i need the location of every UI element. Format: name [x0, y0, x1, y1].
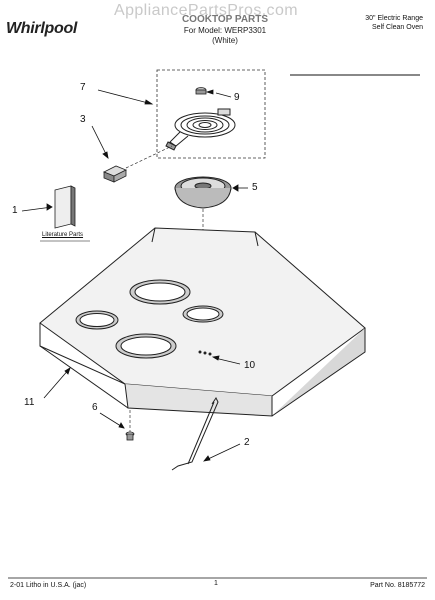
page-title: COOKTOP PARTS [181, 14, 269, 25]
callout-11: 11 [24, 397, 35, 408]
range-line-2: Self Clean Oven [372, 24, 423, 31]
part-3-receptacle [103, 165, 127, 183]
part-2-support-rod [171, 397, 219, 471]
range-line-1: 30" Electric Range [365, 15, 423, 22]
leader-lines [21, 89, 248, 462]
model-line: For Model: WERP3301 [183, 26, 267, 35]
callout-10: 10 [244, 360, 256, 371]
callout-9: 9 [234, 92, 240, 103]
cooktop-panel [39, 227, 366, 417]
callout-6: 6 [92, 402, 98, 413]
part-5-drip-bowl [174, 176, 232, 209]
surface-element [165, 108, 236, 151]
watermark: AppliancePartsPros.com [114, 2, 298, 19]
element-group-box [156, 69, 266, 159]
part-9-clip [195, 87, 207, 95]
literature-booklet [54, 185, 76, 229]
callout-2: 2 [244, 437, 250, 448]
literature-parts-label: Literature Parts [42, 232, 84, 238]
callout-1: 1 [12, 205, 18, 216]
callout-5: 5 [252, 182, 258, 193]
receptacle-guide-line [125, 145, 173, 169]
footer-page-number: 1 [214, 580, 218, 587]
part-6-screw [125, 431, 135, 441]
callout-3: 3 [80, 114, 86, 125]
color-line: (White) [212, 36, 238, 45]
footer-litho: 2-01 Litho in U.S.A. (jac) [10, 582, 87, 589]
whirlpool-logo: Whirlpool [6, 20, 78, 37]
range-description: 30" Electric Range Self Clean Oven [365, 14, 423, 32]
footer-part-number: Part No. 8185772 [370, 582, 425, 589]
callout-7: 7 [80, 82, 86, 93]
